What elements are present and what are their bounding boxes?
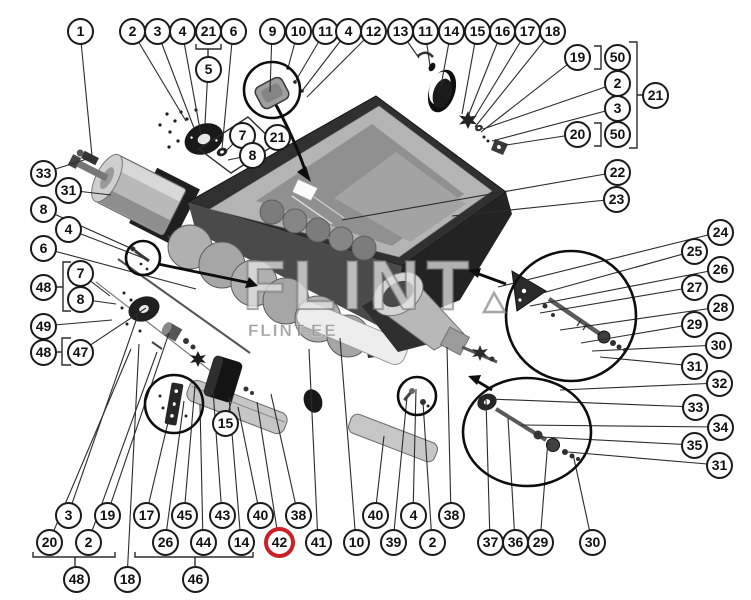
detail-circle-plate <box>143 373 205 435</box>
detail-circles <box>124 60 638 488</box>
leader-lines <box>42 30 721 580</box>
leader-line-4 <box>181 30 202 136</box>
leader-line-7 <box>79 272 111 297</box>
pulley <box>303 389 323 413</box>
leader-line-16 <box>466 30 503 120</box>
cover-cap <box>417 51 508 155</box>
watermark-triangle <box>481 290 508 314</box>
leader-line-25 <box>520 250 695 300</box>
leader-line-36 <box>507 417 516 543</box>
detail-circle-screws <box>396 375 438 417</box>
detail-circle-pin <box>124 239 162 277</box>
leader-line-37 <box>485 399 491 543</box>
leader-line-8 <box>79 298 117 305</box>
leader-line-40 <box>237 406 261 516</box>
leader-line-17 <box>145 392 176 516</box>
leader-line-6 <box>221 30 234 150</box>
leader-line-2 <box>131 30 187 122</box>
leader-line-14 <box>228 396 242 543</box>
seed-disc-top <box>158 108 228 157</box>
leader-line-41 <box>308 348 319 543</box>
screw-set <box>403 388 430 408</box>
leader-line-4 <box>301 30 349 92</box>
leader-line-31 <box>67 189 112 196</box>
leader-line-13 <box>399 30 420 59</box>
leader-line-8 <box>227 154 253 161</box>
leader-line-32 <box>559 382 720 391</box>
tray <box>296 300 408 366</box>
leader-line-14 <box>440 30 452 87</box>
leader-line-23 <box>451 198 617 217</box>
leader-line-38 <box>270 393 299 516</box>
detail-circle-bolt-lower <box>461 376 593 488</box>
leader-line-29 <box>580 323 695 344</box>
leader-line-19 <box>106 332 170 516</box>
leader-line-19 <box>480 56 578 133</box>
leader-line-2 <box>422 401 433 543</box>
leader-line-22 <box>341 171 618 221</box>
detail-circle-lid <box>242 60 302 120</box>
sprocket <box>190 351 206 367</box>
leader-line-49 <box>42 319 113 327</box>
leader-line-29 <box>539 439 549 543</box>
leader-line-33 <box>488 398 696 408</box>
leader-line-24 <box>497 231 721 288</box>
leader-line-3 <box>491 107 618 142</box>
leader-line-15 <box>461 30 478 115</box>
drum-assembly <box>67 149 200 245</box>
leader-line-11 <box>424 30 431 67</box>
leader-line-18 <box>474 30 553 128</box>
leader-line-33 <box>42 158 88 174</box>
leader-line-43 <box>212 389 223 516</box>
pin-part <box>130 246 150 271</box>
leader-line-31 <box>599 356 695 367</box>
chute-plate-right <box>348 413 438 463</box>
pointer-arrows <box>157 104 507 392</box>
leader-line-45 <box>183 385 196 516</box>
leader-line-30 <box>572 453 593 543</box>
shaft-bolt <box>76 149 99 166</box>
group-brackets <box>32 41 642 566</box>
agitator-star <box>459 111 477 129</box>
leader-line-4 <box>412 388 417 516</box>
lid-mount-patch <box>291 178 319 202</box>
star-coupler <box>472 345 488 361</box>
leader-line-2 <box>482 82 618 130</box>
leader-line-10 <box>287 30 299 69</box>
leader-line-26 <box>164 400 185 543</box>
leader-line-28 <box>559 306 721 331</box>
leader-line-20 <box>48 348 132 543</box>
leader-line-38 <box>446 346 452 516</box>
leader-line-31 <box>567 451 720 466</box>
leader-line-34 <box>520 424 721 428</box>
leader-line-17 <box>470 30 528 124</box>
leader-line-6 <box>42 247 197 290</box>
leader-line-39 <box>392 396 408 543</box>
detail-circle-bolt-upper <box>504 249 638 383</box>
disc-and-bolt <box>477 393 580 461</box>
leader-line-3 <box>156 30 195 129</box>
leader-line-5 <box>204 68 209 125</box>
hopper <box>186 95 512 330</box>
leader-line-8 <box>42 208 138 252</box>
leader-line-42 <box>256 401 280 543</box>
leader-line-27 <box>539 286 695 314</box>
leader-line-35 <box>540 436 695 446</box>
leader-line-47 <box>79 307 147 353</box>
funnel-spout <box>362 271 498 364</box>
inner-augers <box>259 199 377 261</box>
leader-line-18 <box>126 343 140 580</box>
leader-line-7 <box>223 134 243 154</box>
leader-line-40 <box>374 435 385 516</box>
leader-line-30 <box>591 344 719 352</box>
leader-line-11 <box>294 30 326 83</box>
leader-line-44 <box>199 403 204 543</box>
leader-line-1 <box>79 30 93 157</box>
leader-line-10 <box>339 337 357 543</box>
